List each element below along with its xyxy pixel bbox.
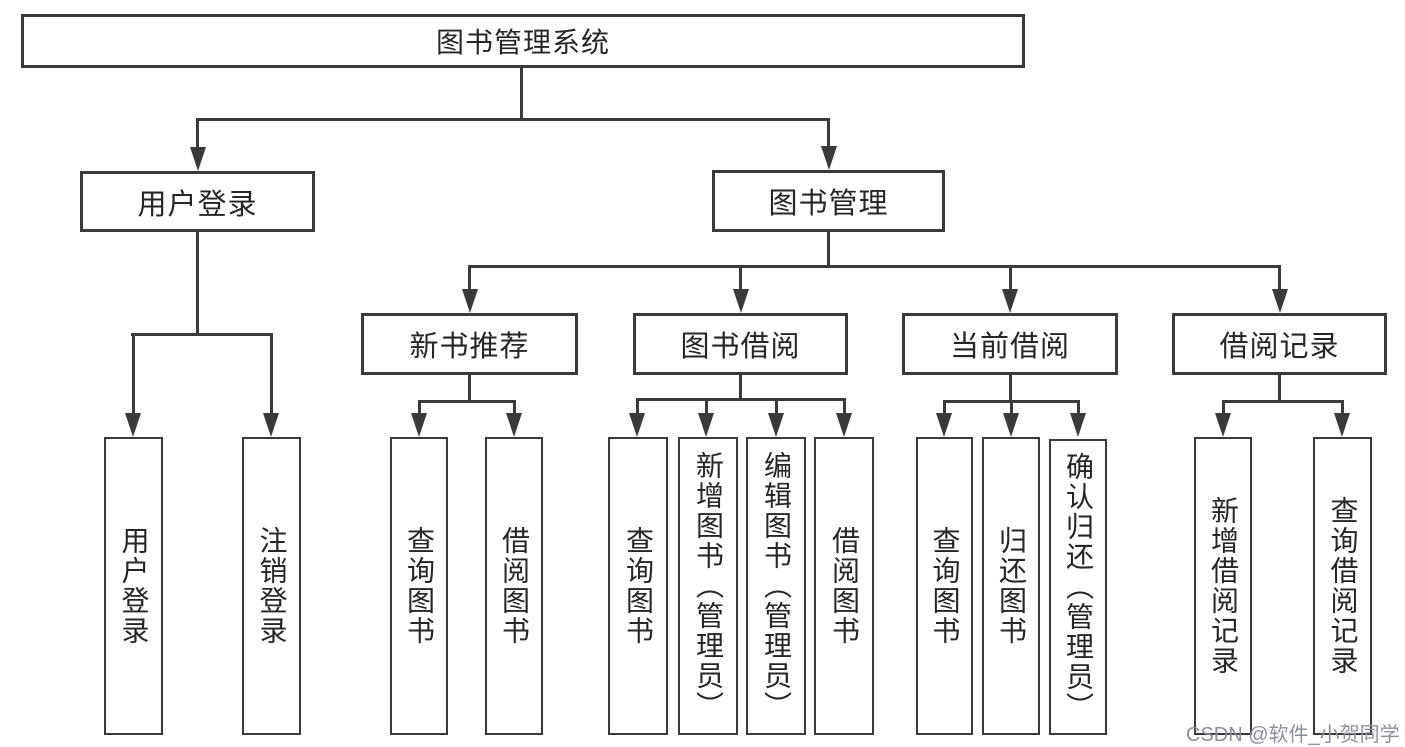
node-leaf-confirm-return-admin-label: 确认归还（管理员） <box>1063 452 1094 722</box>
arrow-down-icon <box>1271 289 1288 313</box>
node-root-label: 图书管理系统 <box>435 27 610 58</box>
connector-drop <box>1278 265 1281 292</box>
node-book-mgmt-label: 图书管理 <box>768 188 889 220</box>
connector-drop <box>704 398 708 416</box>
node-leaf-logout: 注销登录 <box>242 437 301 735</box>
connector-drop <box>774 398 778 416</box>
connector-drop <box>269 333 273 415</box>
connector-drop <box>635 398 639 416</box>
connector-drop <box>942 400 946 416</box>
node-leaf-add-book-admin-label: 新增图书（管理员） <box>693 451 724 721</box>
arrow-down-icon <box>698 413 714 437</box>
connector-stem <box>1278 375 1281 403</box>
node-leaf-user-login: 用户登录 <box>104 437 163 735</box>
connector-stem <box>520 68 523 120</box>
node-leaf-return-book-label: 归还图书 <box>996 526 1027 646</box>
node-book-borrow-label: 图书借阅 <box>680 331 801 363</box>
node-leaf-edit-book-admin: 编辑图书（管理员） <box>746 437 806 735</box>
node-leaf-add-borrow-record: 新增借阅记录 <box>1194 437 1252 735</box>
node-leaf-edit-book-admin-label: 编辑图书（管理员） <box>761 451 792 721</box>
node-leaf-borrow-book-borrow-label: 借阅图书 <box>829 526 860 646</box>
node-new-book-rec: 新书推荐 <box>361 313 578 375</box>
arrow-down-icon <box>461 289 478 313</box>
arrow-down-icon <box>1215 413 1231 437</box>
node-new-book-rec-label: 新书推荐 <box>409 331 530 363</box>
node-root: 图书管理系统 <box>21 14 1025 68</box>
node-book-mgmt: 图书管理 <box>712 170 945 232</box>
node-leaf-add-borrow-record-label: 新增借阅记录 <box>1208 496 1239 676</box>
node-leaf-query-book-borrow-label: 查询图书 <box>623 526 654 646</box>
node-current-borrow-label: 当前借阅 <box>949 331 1070 363</box>
arrow-down-icon <box>1070 413 1086 437</box>
node-borrow-records-label: 借阅记录 <box>1219 331 1340 363</box>
connector-drop <box>827 118 830 149</box>
node-leaf-logout-label: 注销登录 <box>256 526 288 646</box>
node-leaf-add-book-admin: 新增图书（管理员） <box>678 437 738 735</box>
node-leaf-return-book: 归还图书 <box>982 437 1040 735</box>
node-leaf-user-login-label: 用户登录 <box>118 526 150 646</box>
node-leaf-query-book-current: 查询图书 <box>916 437 973 735</box>
node-current-borrow: 当前借阅 <box>902 313 1118 375</box>
arrow-down-icon <box>411 413 427 437</box>
arrow-down-icon <box>836 413 852 437</box>
connector-stem <box>827 232 830 268</box>
arrow-down-icon <box>768 413 784 437</box>
connector-drop <box>1221 400 1225 416</box>
connector-stem <box>1008 375 1012 403</box>
connector-drop <box>1009 400 1013 416</box>
node-leaf-confirm-return-admin: 确认归还（管理员） <box>1049 439 1107 735</box>
arrow-down-icon <box>1002 289 1018 313</box>
node-leaf-borrow-book-borrow: 借阅图书 <box>814 437 874 735</box>
connector-drop <box>512 400 516 416</box>
arrow-down-icon <box>1334 413 1350 437</box>
node-leaf-borrow-book-newrec: 借阅图书 <box>485 437 543 735</box>
arrow-down-icon <box>936 413 952 437</box>
connector-bar <box>1221 400 1344 403</box>
csdn-watermark: CSDN @软件_小贺同学 <box>1186 724 1400 746</box>
node-leaf-query-book-newrec: 查询图书 <box>390 437 448 735</box>
node-leaf-query-book-newrec-label: 查询图书 <box>404 526 435 646</box>
connector-bar <box>468 265 1280 268</box>
arrow-down-icon <box>629 413 645 437</box>
arrow-down-icon <box>506 413 522 437</box>
connector-drop <box>1340 400 1344 416</box>
arrow-down-icon <box>263 413 279 437</box>
node-leaf-query-book-current-label: 查询图书 <box>929 526 961 646</box>
arrow-down-icon <box>125 413 141 437</box>
connector-bar <box>635 398 846 401</box>
arrow-down-icon <box>820 146 837 170</box>
node-leaf-query-borrow-record: 查询借阅记录 <box>1313 437 1372 735</box>
connector-drop <box>196 118 199 150</box>
connector-drop <box>842 398 846 416</box>
arrow-down-icon <box>732 289 749 313</box>
arrow-down-icon <box>189 147 206 171</box>
connector-bar <box>131 333 273 336</box>
node-user-login: 用户登录 <box>80 171 315 232</box>
node-leaf-query-borrow-record-label: 查询借阅记录 <box>1327 496 1359 676</box>
connector-stem <box>196 232 199 336</box>
connector-drop <box>1008 265 1012 292</box>
arrow-down-icon <box>1003 413 1019 437</box>
connector-drop <box>468 265 471 292</box>
node-leaf-borrow-book-newrec-label: 借阅图书 <box>499 526 530 646</box>
connector-bar <box>196 118 830 121</box>
node-user-login-label: 用户登录 <box>137 188 258 221</box>
node-leaf-query-book-borrow: 查询图书 <box>608 437 668 735</box>
connector-stem <box>739 375 742 401</box>
connector-stem <box>468 375 471 403</box>
connector-drop <box>739 265 742 292</box>
node-book-borrow: 图书借阅 <box>633 313 848 375</box>
connector-drop <box>131 333 135 415</box>
node-borrow-records: 借阅记录 <box>1172 313 1387 375</box>
connector-bar <box>417 400 516 403</box>
connector-drop <box>1076 400 1080 416</box>
connector-drop <box>417 400 421 416</box>
